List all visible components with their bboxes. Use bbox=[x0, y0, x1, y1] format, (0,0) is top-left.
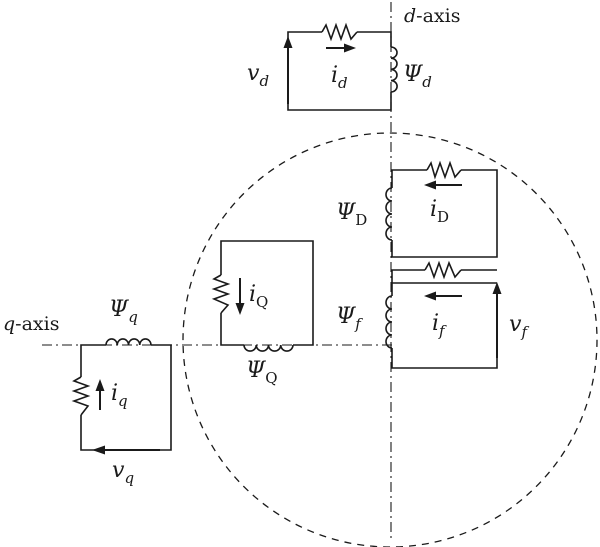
f-circuit-inductor bbox=[385, 295, 393, 349]
q-voltage-arrow bbox=[92, 445, 105, 455]
Q-current-label: iQ bbox=[249, 282, 268, 311]
f-field-circuit: Ψf if vf bbox=[336, 260, 529, 369]
f-circuit-resistor bbox=[424, 260, 462, 280]
q-circuit: Ψq iq vq bbox=[71, 297, 172, 487]
d-axis-label: d-axis bbox=[404, 5, 460, 27]
d-current-label: id bbox=[331, 63, 348, 92]
D-damper-circuit: ΨD iD bbox=[336, 160, 498, 258]
rotor-circle bbox=[182, 132, 598, 547]
Q-current-arrow bbox=[235, 303, 245, 315]
Q-flux-label: ΨQ bbox=[246, 358, 278, 387]
d-flux-label: Ψd bbox=[403, 62, 432, 91]
f-voltage-label: vf bbox=[509, 312, 529, 341]
D-flux-label: ΨD bbox=[336, 200, 367, 229]
Q-damper-circuit: iQ ΨQ bbox=[211, 240, 314, 387]
D-current-arrow bbox=[424, 180, 436, 190]
q-voltage-label: vq bbox=[112, 458, 134, 487]
D-circuit-inductor bbox=[385, 187, 393, 241]
d-circuit-wires bbox=[287, 31, 392, 111]
d-circuit-resistor bbox=[321, 22, 358, 42]
d-circuit: vd id Ψd bbox=[247, 22, 432, 111]
q-axis-label: q-axis bbox=[3, 313, 59, 335]
f-voltage-arrow bbox=[492, 282, 502, 294]
d-current-arrow bbox=[344, 43, 356, 53]
q-circuit-inductor bbox=[105, 338, 152, 346]
f-current-arrow bbox=[424, 291, 436, 301]
q-flux-label: Ψq bbox=[109, 297, 138, 326]
d-voltage-label: vd bbox=[247, 61, 269, 90]
q-current-label: iq bbox=[111, 381, 128, 410]
D-circuit-resistor bbox=[426, 160, 462, 180]
Q-circuit-inductor bbox=[243, 344, 294, 352]
d-circuit-inductor bbox=[390, 46, 398, 93]
q-current-arrow bbox=[95, 379, 105, 391]
f-flux-label: Ψf bbox=[336, 304, 363, 333]
d-voltage-arrow bbox=[283, 36, 293, 48]
f-circuit-wires bbox=[391, 269, 498, 369]
Q-circuit-wires bbox=[220, 240, 314, 346]
D-circuit-wires bbox=[391, 169, 498, 258]
q-circuit-wires bbox=[80, 344, 172, 451]
q-circuit-resistor bbox=[71, 376, 91, 416]
D-current-label: iD bbox=[430, 197, 449, 226]
f-current-label: if bbox=[432, 311, 447, 340]
Q-circuit-resistor bbox=[211, 274, 231, 314]
